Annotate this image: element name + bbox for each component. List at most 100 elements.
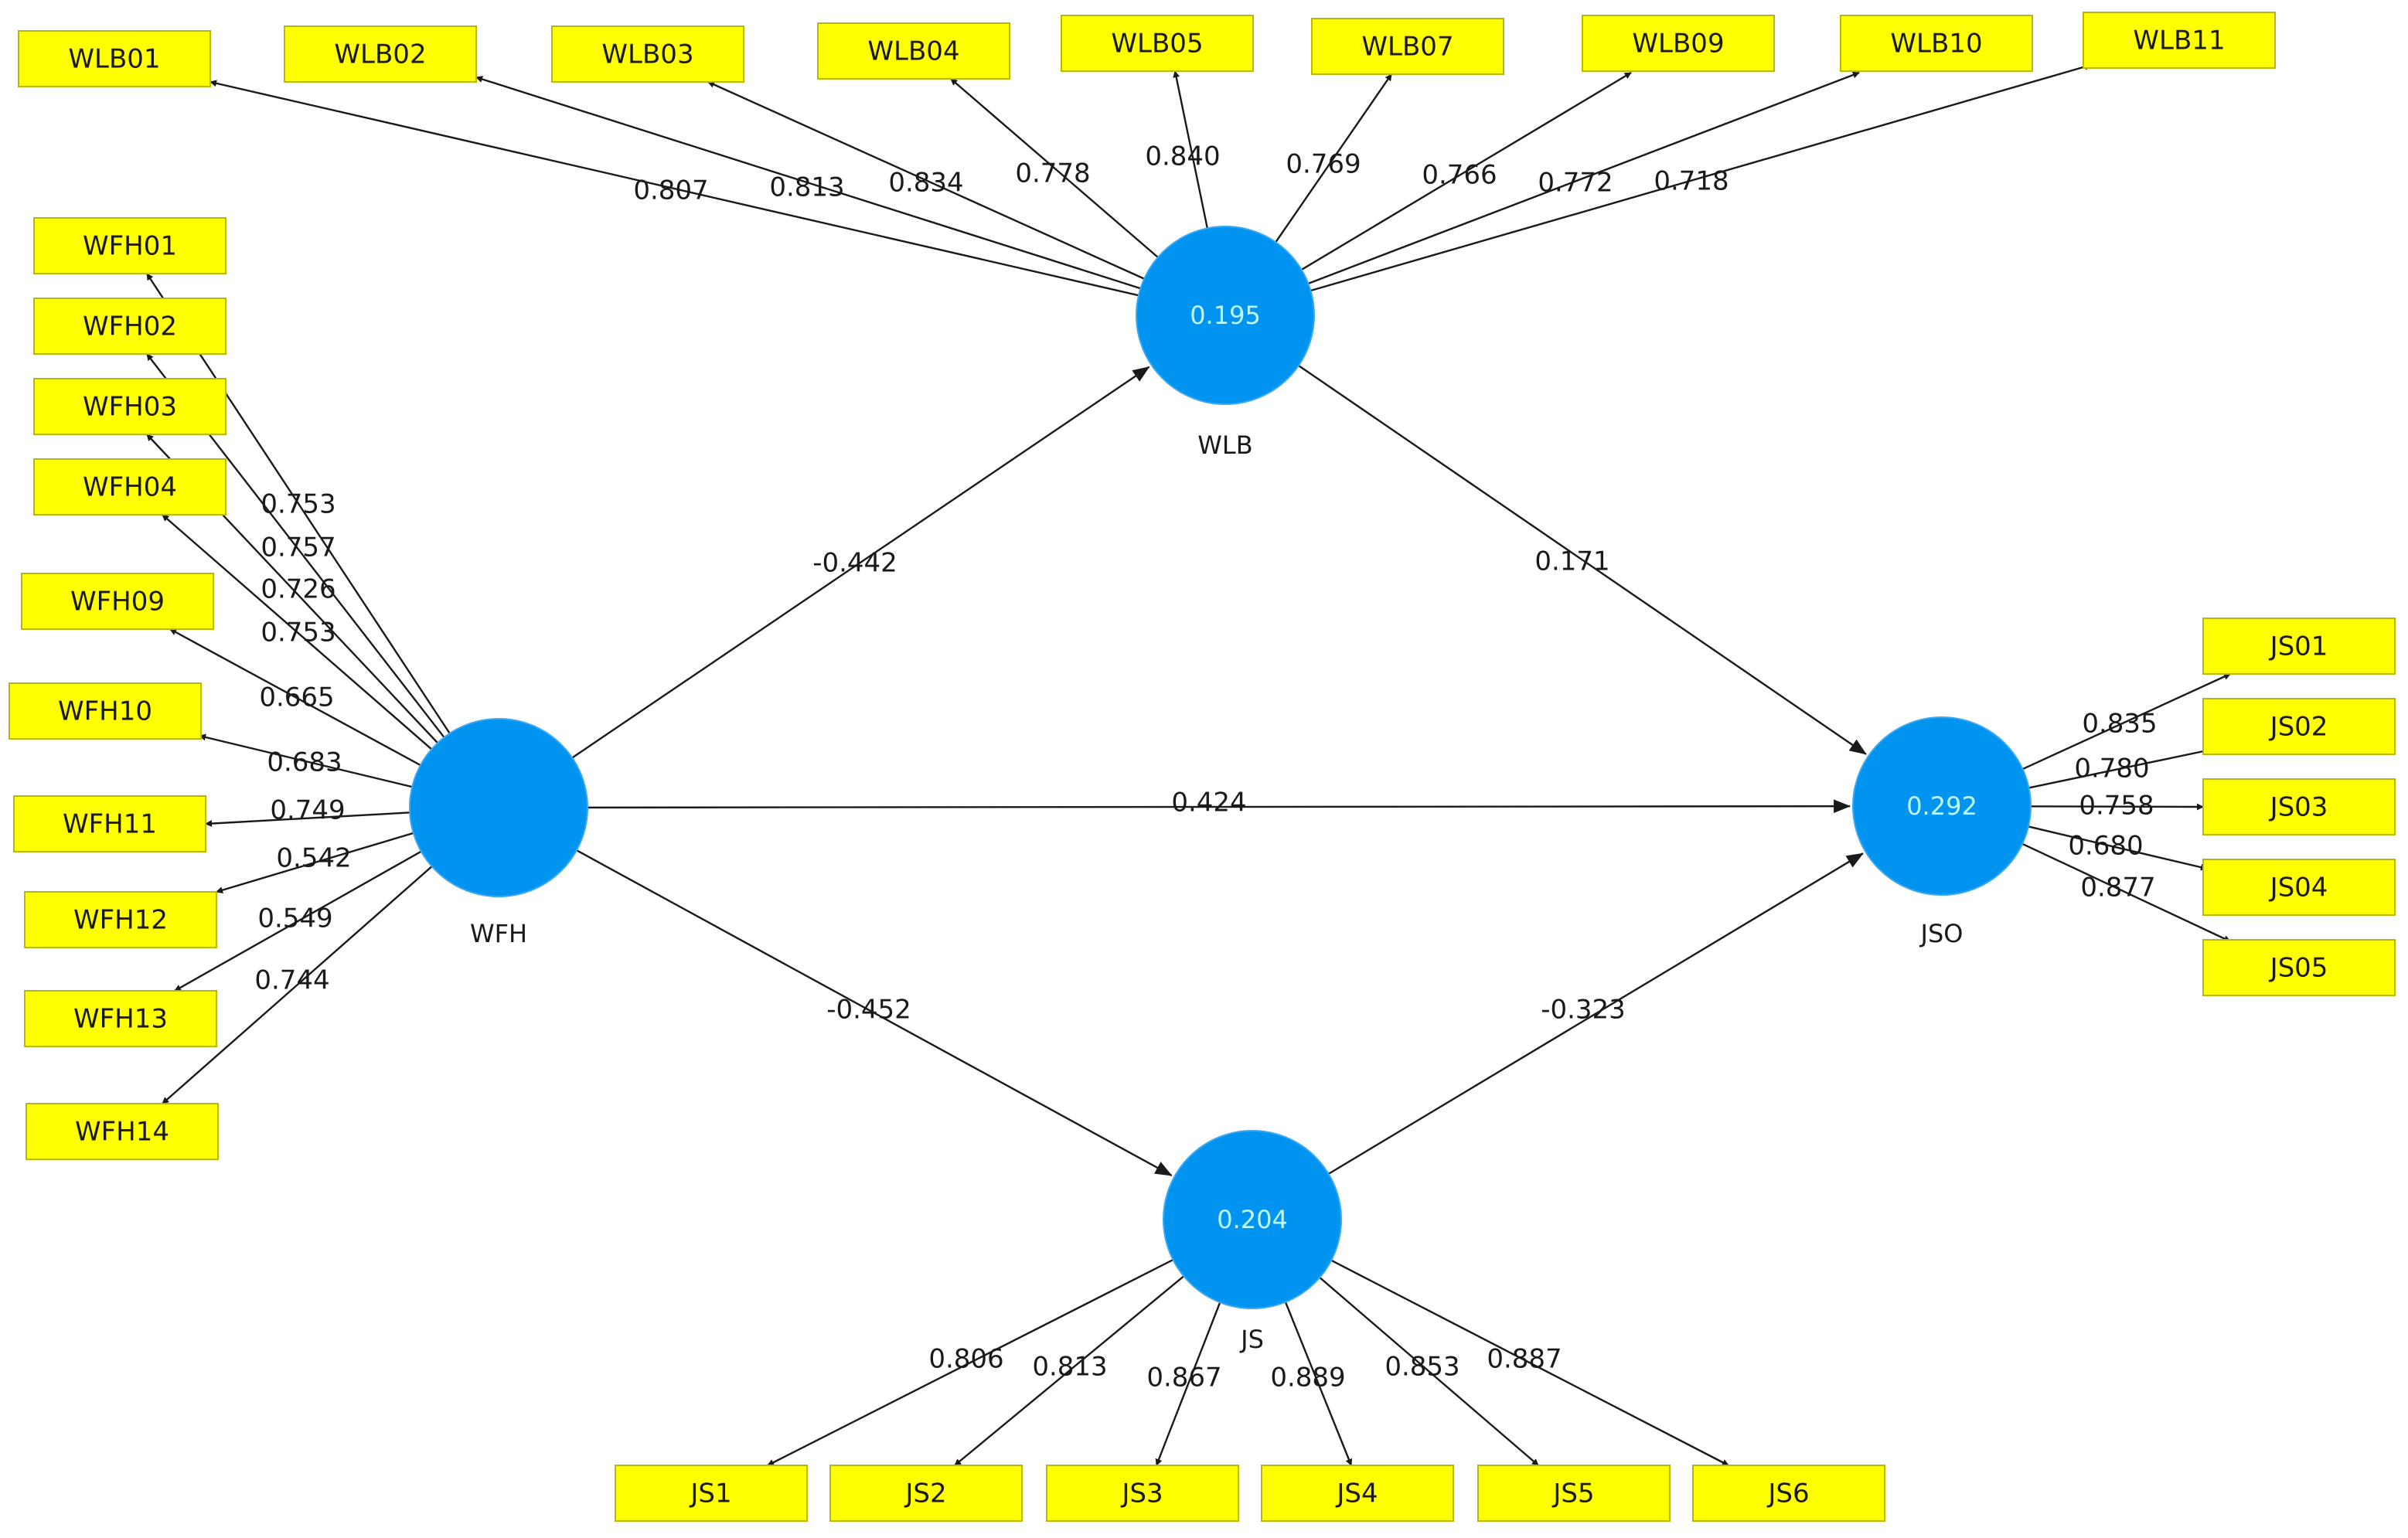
indicator-wfh02[interactable]: WFH02 <box>33 298 226 355</box>
indicator-label: WLB05 <box>1111 29 1203 60</box>
indicator-label: JS05 <box>2269 953 2328 984</box>
indicator-label: WLB01 <box>68 44 160 75</box>
indicator-box <box>817 22 1010 80</box>
indicator-js2[interactable]: JS2 <box>829 1465 1023 1522</box>
loading-label-wfh04: 0.753 <box>261 618 335 648</box>
loading-label-wlb09: 0.766 <box>1422 160 1497 191</box>
indicator-label: JS02 <box>2269 712 2328 743</box>
indicator-js3[interactable]: JS3 <box>1046 1465 1239 1522</box>
loading-label-wfh02: 0.757 <box>261 533 335 563</box>
indicator-label: JS04 <box>2269 873 2328 903</box>
indicator-label: JS5 <box>1551 1478 1594 1509</box>
loading-label-wfh11: 0.749 <box>270 795 345 826</box>
loading-label-wlb02: 0.813 <box>769 172 844 203</box>
indicator-wfh11[interactable]: WFH11 <box>13 795 206 852</box>
loading-label-js04: 0.680 <box>2068 831 2143 862</box>
indicator-wlb10[interactable]: WLB10 <box>1840 15 2033 72</box>
loading-arrow-wlb07 <box>1271 73 1392 248</box>
loading-arrow-wlb04 <box>950 78 1163 263</box>
indicator-label: WFH10 <box>58 696 152 727</box>
indicator-box <box>33 217 226 274</box>
latent-name: WLB <box>1197 430 1252 460</box>
indicator-js1[interactable]: JS1 <box>615 1465 808 1522</box>
indicator-label: JS3 <box>1120 1478 1163 1509</box>
indicator-wfh13[interactable]: WFH13 <box>24 990 217 1047</box>
loading-arrow-wfh10 <box>199 733 419 790</box>
indicator-wlb01[interactable]: WLB01 <box>18 30 211 87</box>
indicator-label: WFH01 <box>83 231 177 262</box>
latent-circle <box>1163 1130 1342 1309</box>
indicator-label: WLB07 <box>1361 32 1453 63</box>
indicator-js01[interactable]: JS01 <box>2202 618 2396 675</box>
loading-label-wfh14: 0.744 <box>254 965 329 996</box>
path-arrow-wlb-to-jso <box>1298 365 1867 755</box>
indicator-js05[interactable]: JS05 <box>2202 939 2396 996</box>
loading-label-js5: 0.853 <box>1385 1352 1459 1383</box>
indicator-js5[interactable]: JS5 <box>1477 1465 1671 1522</box>
indicator-wlb07[interactable]: WLB07 <box>1311 18 1504 75</box>
indicator-label: WFH14 <box>75 1117 169 1148</box>
path-coef-wlb-to-jso: 0.171 <box>1534 546 1609 577</box>
loading-label-js02: 0.780 <box>2074 754 2149 784</box>
indicator-label: WFH13 <box>73 1004 168 1035</box>
indicator-label: WFH12 <box>73 905 168 936</box>
indicator-label: WFH03 <box>83 392 177 423</box>
indicator-js4[interactable]: JS4 <box>1261 1465 1454 1522</box>
indicator-wlb03[interactable]: WLB03 <box>551 26 744 83</box>
loading-label-js6: 0.887 <box>1487 1344 1562 1375</box>
indicator-box <box>1046 1465 1239 1522</box>
indicator-label: JS1 <box>689 1478 731 1509</box>
loading-arrow-wlb02 <box>475 76 1147 291</box>
indicator-wfh12[interactable]: WFH12 <box>24 891 217 948</box>
indicator-box <box>1311 18 1504 75</box>
loading-label-wfh10: 0.683 <box>267 747 342 778</box>
loading-label-js1: 0.806 <box>928 1344 1003 1375</box>
indicator-boxes-layer: WLB01 WLB02 WLB03 WLB04 WLB05 WLB07 WLB09 WLB10… <box>9 12 2396 1522</box>
indicator-js04[interactable]: JS04 <box>2202 859 2396 916</box>
indicator-wlb09[interactable]: WLB09 <box>1582 15 1775 72</box>
indicator-wlb04[interactable]: WLB04 <box>817 22 1010 80</box>
path-arrow-js-to-jso <box>1328 852 1864 1175</box>
indicator-js6[interactable]: JS6 <box>1692 1465 1885 1522</box>
indicator-box <box>21 573 214 630</box>
latent-wfh[interactable]: WFH <box>409 718 588 948</box>
indicator-label: WFH04 <box>83 472 177 503</box>
loading-label-js3: 0.867 <box>1146 1363 1221 1393</box>
indicator-wfh04[interactable]: WFH04 <box>33 458 226 516</box>
loading-arrow-wlb09 <box>1296 71 1632 274</box>
loading-arrow-wfh09 <box>169 628 427 769</box>
indicator-box <box>2202 859 2396 916</box>
indicator-box <box>2202 618 2396 675</box>
indicator-js02[interactable]: JS02 <box>2202 698 2396 755</box>
r-squared-value: 0.292 <box>1906 791 1977 821</box>
path-coef-wfh-to-wlb: -0.442 <box>812 548 897 579</box>
indicator-js03[interactable]: JS03 <box>2202 778 2396 835</box>
indicator-wlb11[interactable]: WLB11 <box>2083 12 2276 69</box>
indicator-box <box>33 298 226 355</box>
indicator-wfh14[interactable]: WFH14 <box>26 1103 219 1160</box>
loading-arrow-js6 <box>1325 1257 1729 1467</box>
indicator-wfh03[interactable]: WFH03 <box>33 378 226 435</box>
loading-arrow-js3 <box>1155 1296 1224 1466</box>
indicator-box <box>551 26 744 83</box>
path-coef-js-to-jso: -0.323 <box>1541 995 1626 1026</box>
indicator-wlb02[interactable]: WLB02 <box>284 26 477 83</box>
indicator-wlb05[interactable]: WLB05 <box>1061 15 1254 72</box>
loading-label-js4: 0.889 <box>1270 1363 1345 1393</box>
loading-arrow-js01 <box>2016 672 2231 773</box>
indicator-box <box>1477 1465 1671 1522</box>
indicator-box <box>1582 15 1775 72</box>
indicator-label: JS6 <box>1766 1478 1809 1509</box>
loading-arrow-wlb03 <box>707 80 1150 283</box>
loading-label-js2: 0.813 <box>1032 1352 1107 1383</box>
loading-arrow-wfh14 <box>162 861 438 1104</box>
indicator-wfh01[interactable]: WFH01 <box>33 217 226 274</box>
indicator-wfh10[interactable]: WFH10 <box>9 682 202 740</box>
indicator-box <box>615 1465 808 1522</box>
indicator-wfh09[interactable]: WFH09 <box>21 573 214 630</box>
